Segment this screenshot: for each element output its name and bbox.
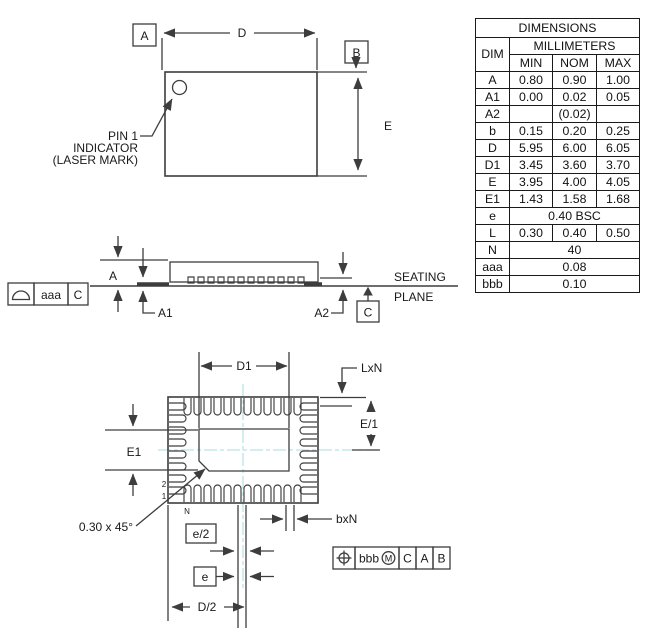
dim-d1-label: D1 [236,359,252,373]
pin1-label: 1 [162,492,167,501]
true-position-icon [336,550,352,566]
lead-squares [187,276,305,284]
package-body-outline [164,71,318,177]
seating-plane-word1: SEATING [394,270,446,284]
dim-a2-label: A2 [314,306,329,320]
chamfer-label: 0.30 x 45° [79,520,133,534]
profile-of-surface-icon [11,290,31,301]
dimensions-table: DIMENSIONS DIM MILLIMETERS MIN NOM MAX A… [475,18,640,293]
pin1-leader-line [140,98,173,137]
d1-dimension: D1 [198,352,290,428]
datum-b: B [344,40,369,69]
pin2-label: 2 [162,480,167,489]
flatness-datum-label: C [74,288,83,302]
a2-dimension: A2 [314,252,352,320]
mmc-modifier-circle [381,551,396,565]
dim-e-label: E [384,119,392,133]
position-datum-a: A [420,552,428,566]
datum-c-box [356,300,380,323]
datum-a-box [132,23,157,47]
pin1-note-line3: (LASER MARK) [53,153,138,167]
bottom-view: D1 LxN E/1 E1 2 1 N 0.30 x 45° [79,352,451,628]
pin1-note-line1: PIN 1 [108,129,138,143]
dim-a1-label: A1 [158,306,173,320]
pin1-note: PIN 1 INDICATOR (LASER MARK) [53,98,173,167]
units-header: MILLIMETERS [510,38,639,55]
table-header: DIM MILLIMETERS MIN NOM MAX [476,37,639,71]
dim-bxn-label: bxN [336,512,357,526]
dim-a-label: A [109,269,117,283]
table-title: DIMENSIONS [518,21,597,35]
pads-right-column [299,402,317,495]
package-body-bottom-view [167,396,319,504]
d-dimension: D [161,26,318,70]
datum-c-triangle [363,286,373,296]
seating-plane-callout: SEATING PLANE [394,270,446,304]
chamfer-callout: 0.30 x 45° [79,468,206,534]
col-header-min: MIN [519,56,543,70]
exposed-pad-outline [198,428,290,472]
dim-lxn-label: LxN [361,361,382,375]
pads-top-row [183,398,302,416]
e-dimension: E [317,71,392,177]
position-datum-c: C [403,552,412,566]
pads-bottom-row [183,484,302,502]
datum-b-label: B [352,46,360,60]
dim-d-half-label: D/2 [198,600,217,614]
pitch-dimensions: e/2 e D/2 [167,505,274,628]
col-header-max: MAX [596,55,639,71]
pin-number-labels: 2 1 N [162,480,190,516]
datum-a-label: A [140,29,148,43]
datum-c: C [356,286,380,323]
dim-e-half-label: e/2 [193,527,210,541]
seating-plane-word2: PLANE [394,290,433,304]
dim-e-pitch-label: e [202,570,209,584]
pads-left-column [169,402,187,495]
e1-dimension: E1 [105,404,198,496]
position-tolerance-label: bbb [359,552,379,566]
table-row: A2(0.02) [476,105,639,122]
a1-dimension: A1 [138,248,173,320]
flatness-tolerance-label: aaa [41,288,61,302]
a-dimension: A [100,236,168,312]
dim-d-label: D [238,26,247,40]
e-half-box [185,523,217,544]
dim-column-header: DIM [481,47,504,61]
top-view: D A B E PIN 1 INDICATOR (LASER MARK) [53,23,392,177]
position-datum-b: B [437,552,445,566]
dim-e1-label: E1 [127,445,142,459]
pinN-label: N [184,507,190,516]
datum-a: A [132,23,157,47]
col-header-nom: NOM [552,55,596,71]
mmc-modifier-label: M [385,554,393,564]
pin1-note-line2: INDICATOR [73,141,138,155]
pin1-indicator-circle [171,79,188,96]
position-control-frame: bbb M C A B [332,546,451,570]
lxn-dimension: LxN [337,361,382,394]
datum-c-label: C [364,306,373,320]
bxn-dimension: bxN [260,505,357,531]
e1-half-dimension: E/1 [320,396,380,451]
side-view: A A1 A2 aaa C SEATING PLANE [7,236,458,323]
flatness-control-frame: aaa C [7,282,89,306]
dim-e-over-1-label: E/1 [360,417,378,431]
